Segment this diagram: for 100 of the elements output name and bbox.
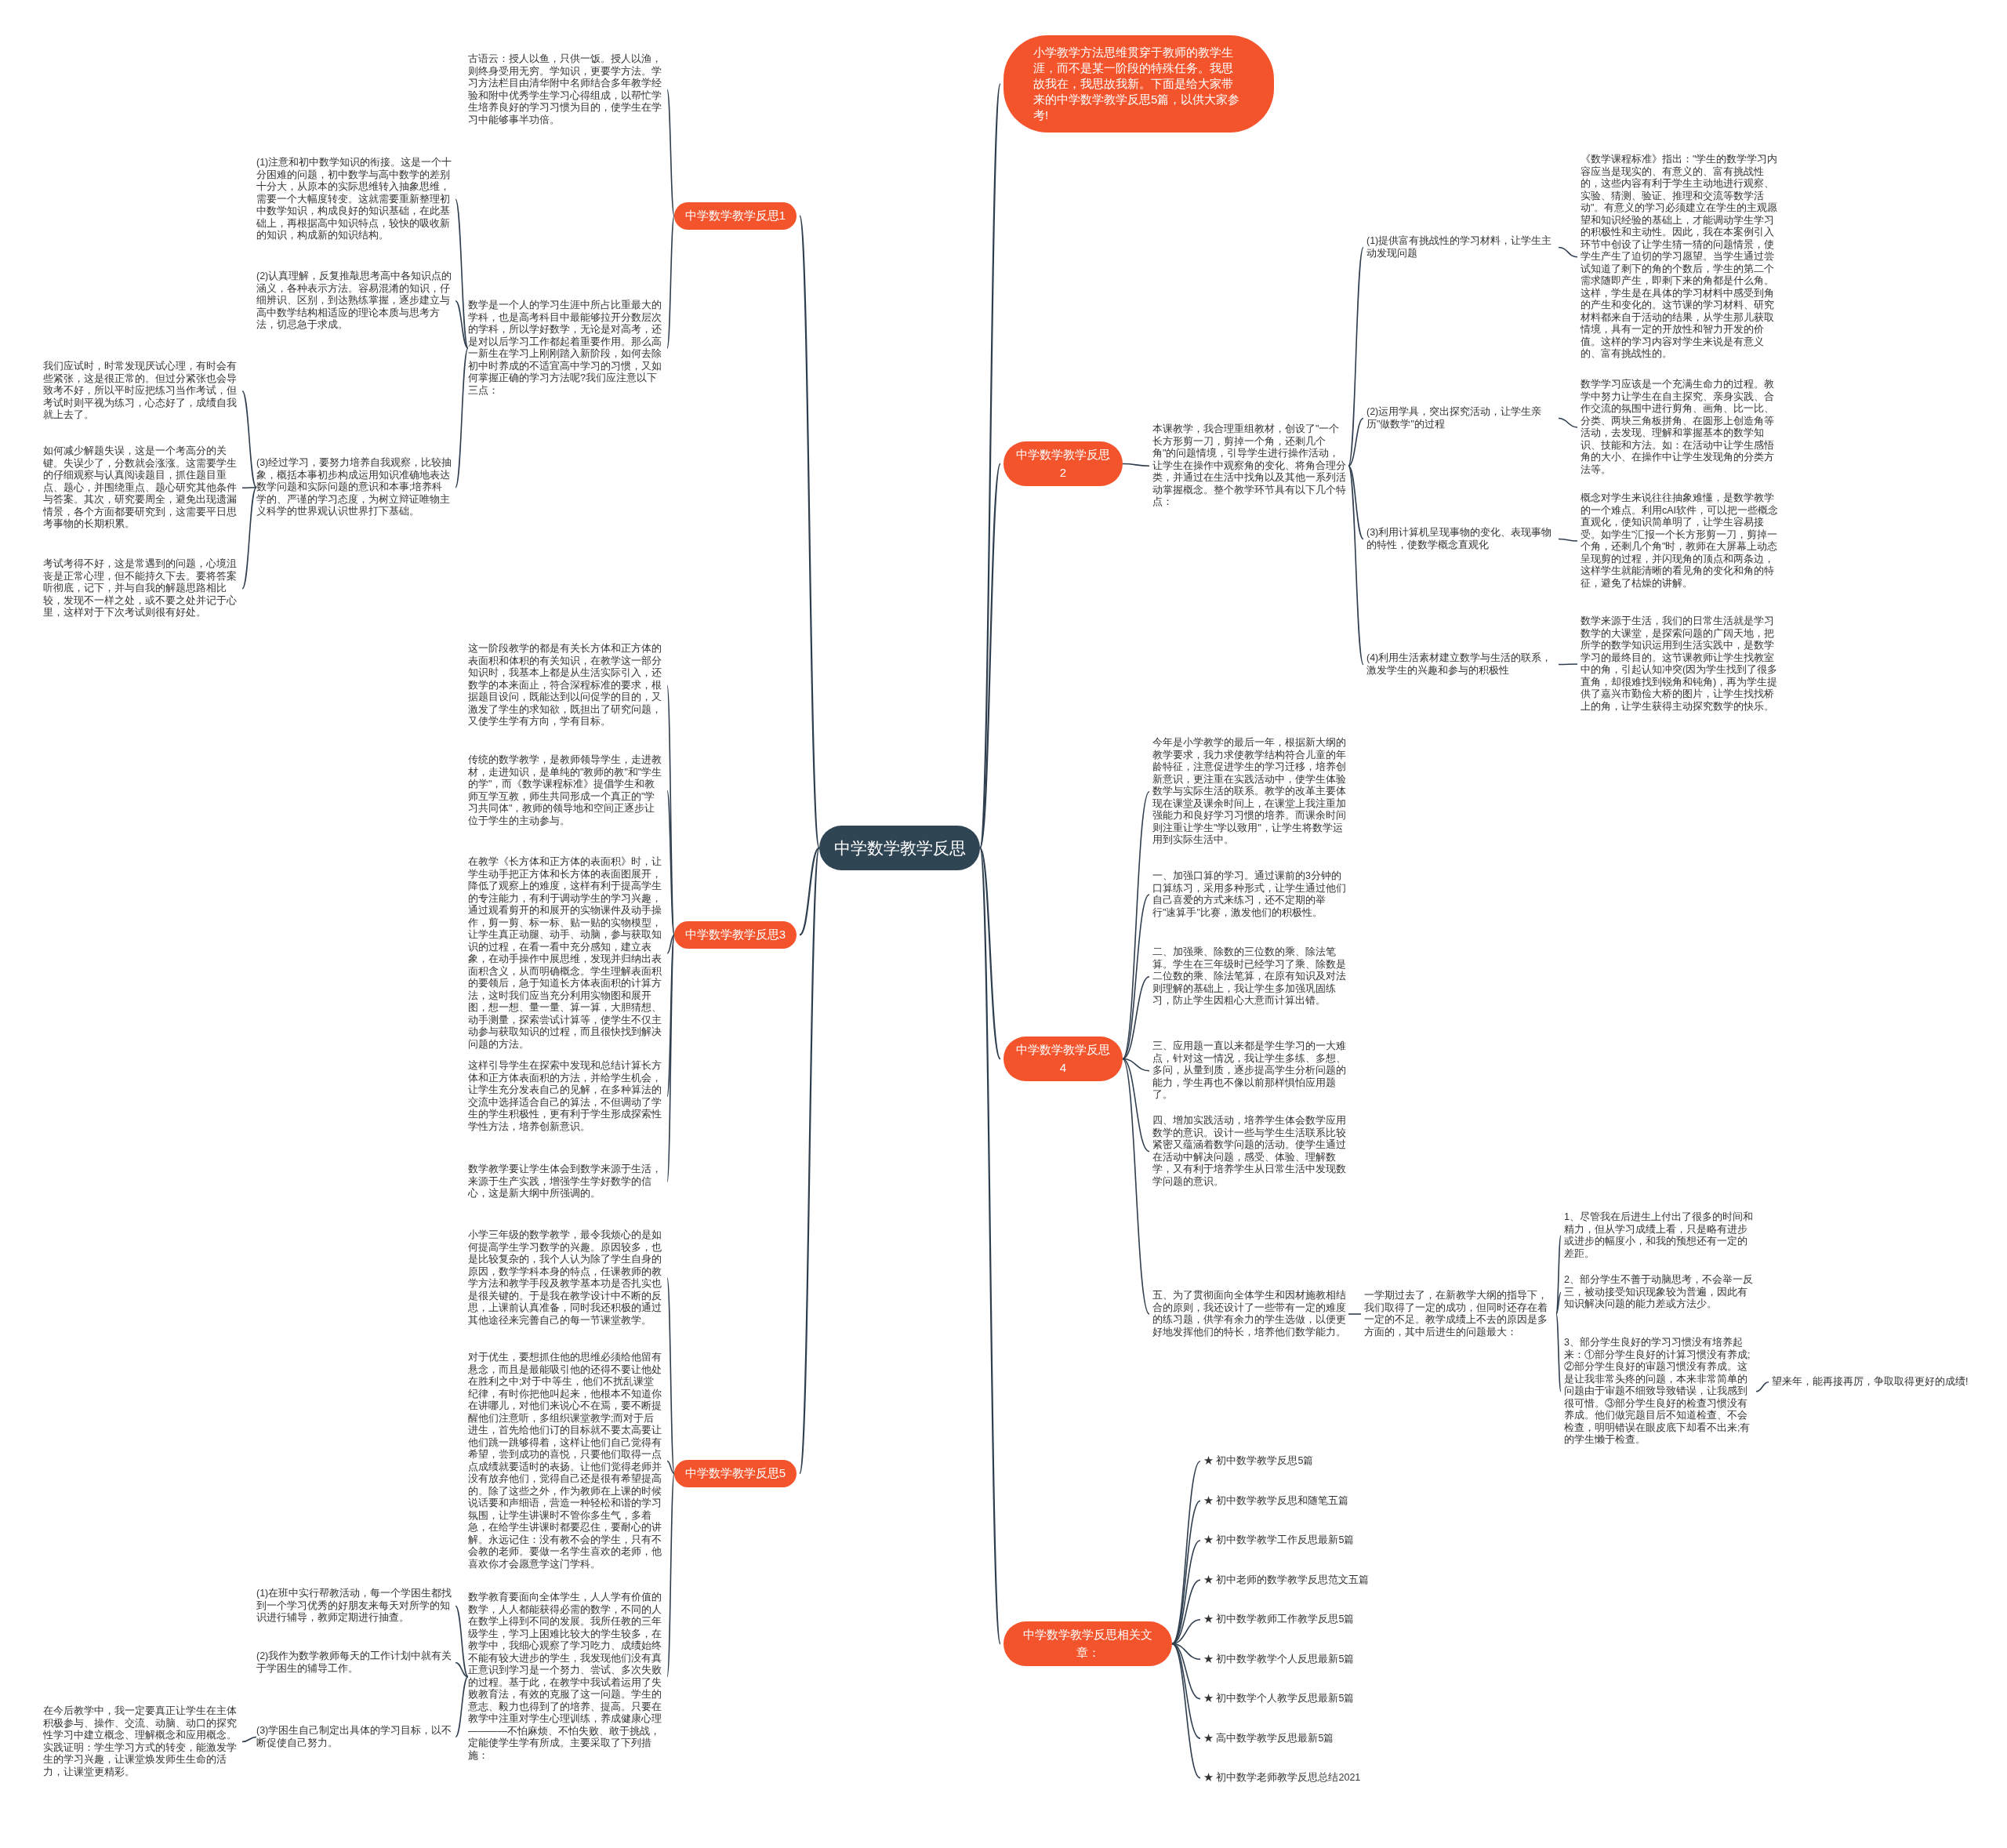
- connector-line: [798, 216, 821, 848]
- branch-topic: 中学数学教学反思1: [674, 202, 797, 230]
- connector-line: [1558, 246, 1578, 258]
- topic-text: ★ 初中数学教学反思和随笔五篇: [1203, 1494, 1423, 1507]
- topic-text: 数学教学要让学生体会到数学来源于生活，来源于生产实践，增强学生学好数学的信心，这是新大纲中所强调的。: [468, 1164, 664, 1200]
- topic-text: ★ 初中老师的数学教学反思范文五篇: [1203, 1574, 1423, 1586]
- connector-line: [1558, 663, 1578, 666]
- topic-text: 二、加强乘、除数的三位数的乘、除法笔算。学生在三年级时已经学习了乘、除数是二位数的乘、除法笔算，在原有知识及对法则理解的基础上，我让学生多加强巩固练习，防止学生因粗心大意而计算出错。: [1152, 946, 1348, 1008]
- connector-line: [1122, 463, 1150, 467]
- connector-line: [798, 848, 821, 1474]
- connector-line: [1122, 1058, 1150, 1153]
- connector-line: [666, 934, 675, 954]
- intro-bubble: 小学教学方法思维贯穿于教师的教学生涯，而不是某一阶段的特殊任务。我思故我在，我思故我新。下面是给大家带来的中学数学教学反思5篇，以供大家参考!: [1004, 35, 1274, 133]
- connector-line: [455, 300, 469, 349]
- topic-text: (1)在班中实行帮教活动，每一个学困生都找到一个学习优秀的好朋友来每天对所学的知识进行辅导，教师定期进行抽查。: [256, 1588, 452, 1625]
- branch-topic: 中学数学教学反思2: [1004, 441, 1123, 486]
- connector-line: [1348, 1313, 1362, 1315]
- connector-line: [1755, 1381, 1769, 1392]
- topic-text: 《数学课程标准》指出："学生的数学学习内容应当是现实的、有意义的、富有挑战性的，这些内容有利于学生主动地进行观察、实验、猜测、验证、推理和交流等数学活动"。有意义的学习必须建立在学生的主观愿望和知识经验的基础上，才能调动学生学习的积极性和主动性。因此，我在本案例引入环节中创设了让学生猜一猜的问题情景，使学生产生了迫切的学习愿望。当学生通过尝试知道了剩下的角的个数后，学生的第二个需求随即产生，即剩下来的角都是什么角。这样，学生是在具体的学习材料中感受到角的产生和变化的。这节课的学习材料、研究材料都来自于活动的结果，从学生那儿获取情境，具有一定的开放性和智力开发的价值。这样的学习内容对学生来说是有意义的、富有挑战性的。: [1581, 154, 1780, 361]
- connector-line: [455, 1661, 469, 1678]
- topic-text: ★ 初中数学老师教学反思总结2021: [1203, 1772, 1423, 1784]
- topic-text: (2)认真理解，反复推敲思考高中各知识点的涵义，各种表示方法。容易混淆的知识，仔细辨识、区别，到达熟练掌握，逐步建立与高中数学结构相适应的理论本质与思考方法，切忌急于求成。: [256, 270, 452, 332]
- topic-text: 数学教育要面向全体学生，人人学有价值的数学，人人都能获得必需的数学，不同的人在数学上得到不同的发展。我所任教的三年级学生，学习上困难比较大的学生较多，在教学中，我细心观察了学习吃力、成绩始终不能有较大进步的学生，我发现他们没有真正意识到学习是一个努力、尝试、多次失败的过程。基于此，在教学中我试着运用了失败教育法，有效的克服了这一问题。学生的意志、毅力也得到了的培养、提高。只要在教学中注重对学生心理训练，养成健康心理————不怕麻烦、不怕失败、敢于挑战，定能使学生学有所成。主要采取了下列措施：: [468, 1592, 664, 1762]
- topic-text: 对于优生，要想抓住他的思维必须给他留有悬念，而且是最能吸引他的还得不要让他处在胜利之中;对于中等生，他们不扰乱课堂纪律，有时你把他叫起来，他根本不知道你在讲哪儿，对他们来说心不在焉，要不断提醒他们注意听，多组织课堂教学;而对于后进生，首先给他们订的目标就不要太高要让他们跳一跳够得着，这样让他们自己觉得有希望，尝到成功的喜悦，只要他们取得一点点成绩就要适时的表扬。让他们觉得老师并没有放弃他们，觉得自己还是很有希望提高的。除了这些之外，作为教师在上课的时候说话要和声细语，营造一种轻松和谐的学习氛围，让学生讲课时不管你多生气，多着急，在给学生讲课时都要忍住，要耐心的讲解。永远记住：没有教不会的学生，只有不会教的老师。要做一名学生喜欢的老师，他喜欢你才会愿意学这门学科。: [468, 1352, 664, 1570]
- topic-text: 这样引导学生在探索中发现和总结计算长方体和正方体表面积的方法，并给学生机会，让学生充分发表自己的见解，在多种算法的交流中选择适合自己的算法，不但调动了学生的学生积极性，更有利于学生形成探索性学性方法，培养创新意识。: [468, 1060, 664, 1133]
- connector-line: [1171, 1643, 1201, 1740]
- topic-text: 3、部分学生良好的学习习惯没有培养起来：①部分学生良好的计算习惯没有养成;②部分学生良好的审题习惯没有养成。这是让我非常头疼的问题，本来非常简单的问题由于审题不细致导致错误，让我感到很可惜。③部分学生良好的检查习惯没有养成。他们做完题目后不知道检查、不会检查，明明错误在眼皮底下却看不出来;有的学生懒于检查。: [1564, 1337, 1756, 1447]
- topic-text: 数学学习应该是一个充满生命力的过程。教学中努力让学生在自主探究、亲身实践、合作交流的氛围中进行剪角、画角、比一比、分类、两块三角板拼角、在圆形上创造角等活动，去发现、理解和掌握基本的数学知识、技能和方法。如：在活动中让学生感悟角的大小、在操作中让学生发现角的分类方法等。: [1581, 379, 1780, 476]
- topic-text: (3)经过学习，要努力培养自我观察，比较抽象，概括本事初步构成运用知识准确地表达数学问题和实际问题的意识和本事;培养科学的、严谨的学习态度，为树立辩证唯物主义科学的世界观认识世界打下基础。: [256, 457, 452, 518]
- topic-text: ★ 初中数学教师工作教学反思5篇: [1203, 1614, 1423, 1626]
- branch-topic: 中学数学教学反思4: [1004, 1037, 1123, 1081]
- topic-text: 四、增加实践活动，培养学生体会数学应用数学的意识。设计一些与学生生活联系比较紧密又蕴涵着数学问题的活动。使学生通过在活动中解决问题，感受、体验、理解数学，又有利于培养学生从日常生活中发现数学问题的意识。: [1152, 1115, 1348, 1188]
- topic-text: 小学三年级的数学教学，最令我烦心的是如何提高学生学习数学的兴趣。原因较多，也是比较复杂的，我个人认为除了学生自身的原因，数学学科本身的特点，任课教师的教学方法和教学手段及教学基本功是否扎实也是很关键的。于是我在教学设计中不断的反思，上课前认真准备，同时我还积极的通过其他途径来完善自己的每一节课堂教学。: [468, 1229, 664, 1327]
- topic-text: 2、部分学生不善于动脑思考，不会举一反三，被动接受知识现象较为普遍，因此有知识解决问题的能力差或方法少。: [1564, 1274, 1756, 1311]
- branch-topic: 中学数学教学反思5: [674, 1460, 797, 1487]
- topic-text: 今年是小学教学的最后一年，根据新大纲的教学要求，我力求使教学结构符合儿童的年龄特征，注意促进学生的学习迁移，培养创新意识，更注重在实践活动中，使学生体验数学与实际生活的联系。教学的改革主要体现在课堂及课余时间上，在课堂上我注重加强能力和良好学习习惯的培养。而课余时间则注重让学生"学以致用"，让学生将数学运用到实际生活中。: [1152, 737, 1348, 847]
- connector-line: [1122, 790, 1150, 1060]
- connector-line: [979, 847, 1001, 1060]
- branch-topic: 中学数学教学反思相关文章：: [1004, 1621, 1172, 1666]
- connector-line: [1558, 417, 1578, 428]
- topic-text: (3)利用计算机呈现事物的变化、表现事物的特性，使数学概念直观化: [1366, 527, 1559, 551]
- connector-line: [666, 1472, 675, 1678]
- connector-line: [455, 1676, 469, 1738]
- connector-line: [1348, 465, 1364, 540]
- topic-text: 一学期过去了，在新教学大纲的指导下，我们取得了一定的成功，但同时还存在着一定的不足。教学成绩上不去的原因是多方面的，其中后进生的问题最大：: [1364, 1290, 1556, 1338]
- topic-text: ★ 高中数学教学反思最新5篇: [1203, 1732, 1423, 1745]
- connector-line: [1555, 1235, 1562, 1315]
- connector-line: [455, 198, 469, 349]
- connector-line: [1348, 417, 1364, 467]
- connector-line: [1558, 538, 1578, 542]
- topic-text: 古语云：授人以鱼，只供一饭。授人以渔，则终身受用无穷。学知识，更要学方法。学习方法栏目由清华附中名师结合多年教学经验和附中优秀学生学习心得组成，以帮忙学生培养良好的学习习惯为目的，使学生在学习中能够事半功倍。: [468, 53, 664, 126]
- connector-line: [1555, 1291, 1562, 1315]
- connector-line: [241, 486, 257, 590]
- connector-line: [1122, 1058, 1150, 1315]
- topic-text: ★ 初中数学教学工作反思最新5篇: [1203, 1534, 1423, 1547]
- topic-text: (1)提供富有挑战性的学习材料，让学生主动发现问题: [1366, 235, 1559, 260]
- topic-text: 一、加强口算的学习。通过课前的3分钟的口算练习，采用多种形式，让学生通过他们自己喜爱的方式来练习，还不定期的举行"速算手"比赛，激发他们的积极性。: [1152, 870, 1348, 919]
- connector-line: [666, 215, 675, 349]
- topic-text: ★ 初中数学教学反思5篇: [1203, 1455, 1423, 1468]
- topic-text: 在今后教学中，我一定要真正让学生在主体积极参与、操作、交流、动脑、动口的探究性学习中建立概念、理解概念和应用概念。实践证明：学生学习方式的转变，能激发学生的学习兴趣，让课堂焕发师生生命的活力，让课堂更精彩。: [43, 1705, 239, 1778]
- topic-text: ★ 初中数学教学个人反思最新5篇: [1203, 1653, 1423, 1665]
- topic-text: 概念对学生来说往往抽象难懂，是数学教学的一个难点。利用cAI软件，可以把一些概念直观化，使知识简单明了，让学生容易接受。如学生"汇报一个长方形剪一刀，剪掉一个角，还剩几个角"时，教师在大屏幕上动态呈现剪的过程，并闪现角的顶点和两条边，这样学生就能清晰的看见角的变化和角的特征，避免了枯燥的讲解。: [1581, 492, 1780, 590]
- connector-line: [1171, 1460, 1201, 1645]
- topic-text: ★ 初中数学个人教学反思最新5篇: [1203, 1693, 1423, 1705]
- topic-text: (4)利用生活素材建立数学与生活的联系，激发学生的兴趣和参与的积极性: [1366, 652, 1559, 677]
- connector-line: [1122, 894, 1150, 1060]
- connector-line: [241, 390, 257, 488]
- connector-line: [1555, 1313, 1562, 1392]
- topic-text: 1、尽管我在后进生上付出了很多的时间和精力，但从学习成绩上看，只是略有进步或进步的幅度小，和我的预想还有一定的差距。: [1564, 1211, 1756, 1260]
- topic-text: 传统的数学教学，是教师领导学生，走进教材，走进知识，是单纯的"教师的教"和"学生的学"，而《数学课程标准》提倡学生和教师互学互教，师生共同形成一个真正的"学习共同体"，教师的领导地和空间正逐步让位于学生的主动参与。: [468, 754, 664, 827]
- connector-line: [1348, 465, 1364, 666]
- connector-line: [455, 1605, 469, 1678]
- connector-line: [1122, 975, 1150, 1060]
- connector-line: [455, 347, 469, 488]
- connector-line: [799, 847, 820, 936]
- topic-text: (2)运用学具，突出探究活动，让学生亲历"做数学"的过程: [1366, 406, 1559, 430]
- topic-text: 本课教学，我合理重组教材，创设了"一个长方形剪一刀，剪掉一个角，还剩几个角"的问题情境，引导学生进行操作活动，让学生在操作中观察角的变化、将角合理分类，并通过在生活中找角以及其他一系列活动掌握概念。整个教学环节具有以下几个特点：: [1152, 423, 1348, 509]
- topic-text: 三、应用题一直以来都是学生学习的一大难点，针对这一情况，我让学生多练、多想、多问，从量到质，逐步提高学生分析问题的能力，学生再也不像以前那样惧怕应用题了。: [1152, 1040, 1348, 1102]
- connector-line: [666, 1460, 675, 1475]
- topic-text: 望来年，能再接再厉，争取取得更好的成绩!: [1772, 1376, 1983, 1389]
- topic-text: (1)注意和初中数学知识的衔接。这是一个十分困难的问题，初中数学与高中数学的差别十分大，从原本的实际思维转入抽象思维，需要一个大幅度转变。这就需要重新整理初中数学知识，构成良好的知识基础，在此基础上，再根据高中知识特点，较快的吸收新的知识，构成新的知识结构。: [256, 157, 452, 242]
- connector-line: [666, 790, 675, 936]
- topic-text: 在教学《长方体和正方体的表面积》时，让学生动手把正方体和长方体的表面图展开，降低了观察上的难度，这样有利于提高学生的专注能力，有利于调动学生的学习兴趣，通过观看剪开的和展开的实物课件及动手操作，剪一剪、标一标、贴一贴的实物模型，让学生真正动腿、动手、动脑，参与获取知识的过程，在看一看中充分感知，建立表象，在动手操作中展思维，发现并归纳出表面积含义，从而明确概念。学生理解表面积的要领后，急于知道长方体表面积的计算方法，这时我们应当充分利用实物图和展开图，想一想、量一量、算一算，大胆猜想、动手测量，探索尝试计算等，使学生不仅主动参与获取知识的过程，而且很快找到解决问题的方法。: [468, 856, 664, 1051]
- topic-text: 数学是一个人的学习生涯中所占比重最大的学科，也是高考科目中最能够拉开分数层次的学科，所以学好数学，无论是对高考，还是对以后学习工作都起着重要作用。那么高一新生在学习上刚刚踏入新阶段，如何去除初中时养成的不适宜高中学习的习惯，又如何掌握正确的学习方法呢?我们应注意以下三点：: [468, 300, 664, 397]
- topic-text: 考试考得不好，这是常遇到的问题，心境沮丧是正常心理，但不能持久下去。要将答案听彻底，记下，并与自我的解题思路相比较，发现不一样之处，或不要之处并记于心里，这样对于下次考试则很有好处。: [43, 558, 239, 619]
- connector-line: [1171, 1643, 1201, 1779]
- branch-topic: 中学数学教学反思3: [674, 921, 797, 949]
- topic-text: 数学来源于生活，我们的日常生活就是学习数学的大课堂，是探索问题的广阔天地，把所学的数学知识运用到生活实践中，是数学学习的最终目的。这节课教师让学生找教室中的角，引起认知冲突(因为学生找到了很多直角，却很难找到锐角和钝角)，再为学生提供了嘉兴市勤俭大桥的图片，让学生找找桥上的角，让学生获得主动探究数学的快乐。: [1581, 615, 1780, 713]
- connector-line: [1348, 246, 1364, 467]
- topic-text: 我们应试时，时常发现厌试心理，有时会有些紧张，这是很正常的。但过分紧张也会导致考不好，所以平时应把练习当作考试，但考试时则平视为练习，心态好了，成绩自我就上去了。: [43, 361, 239, 422]
- connector-line: [241, 486, 257, 489]
- topic-text: 五、为了贯彻面向全体学生和因材施教相结合的原则，我还设计了一些带有一定的难度的练习题，供学有余力的学生选做，以便更好地发挥他们的特长，培养他们数学能力。: [1152, 1290, 1348, 1338]
- topic-text: (3)学困生自己制定出具体的学习目标，以不断促使自己努力。: [256, 1725, 452, 1749]
- topic-text: 如何减少解题失误，这是一个考高分的关键。失误少了，分数就会涨涨。这需要学生的仔细观察与认真阅读题目，抓住题目重点、题心，并围绕重点、题心研究其他条件与答案。其次，研究要周全，避免出现遗漏情景，各个方面都要研究到，这需要平日思考事物的长期积累。: [43, 445, 239, 531]
- topic-text: 这一阶段教学的都是有关长方体和正方体的表面积和体积的有关知识，在教学这一部分知识时，我基本上都是从生活实际引入，还数学的本来面止，符合深程标准的要求，根据题目设问，既能达到以问促学的目的，又激发了学生的求知欲，既担出了研究问题，又使学生学有方向，学有目标。: [468, 643, 664, 728]
- topic-text: (2)我作为数学教师每天的工作计划中就有关于学困生的辅导工作。: [256, 1650, 452, 1675]
- central-topic: 中学数学教学反思: [819, 826, 980, 870]
- connector-line: [1122, 1058, 1150, 1072]
- connector-line: [666, 89, 675, 217]
- connector-line: [241, 1736, 257, 1743]
